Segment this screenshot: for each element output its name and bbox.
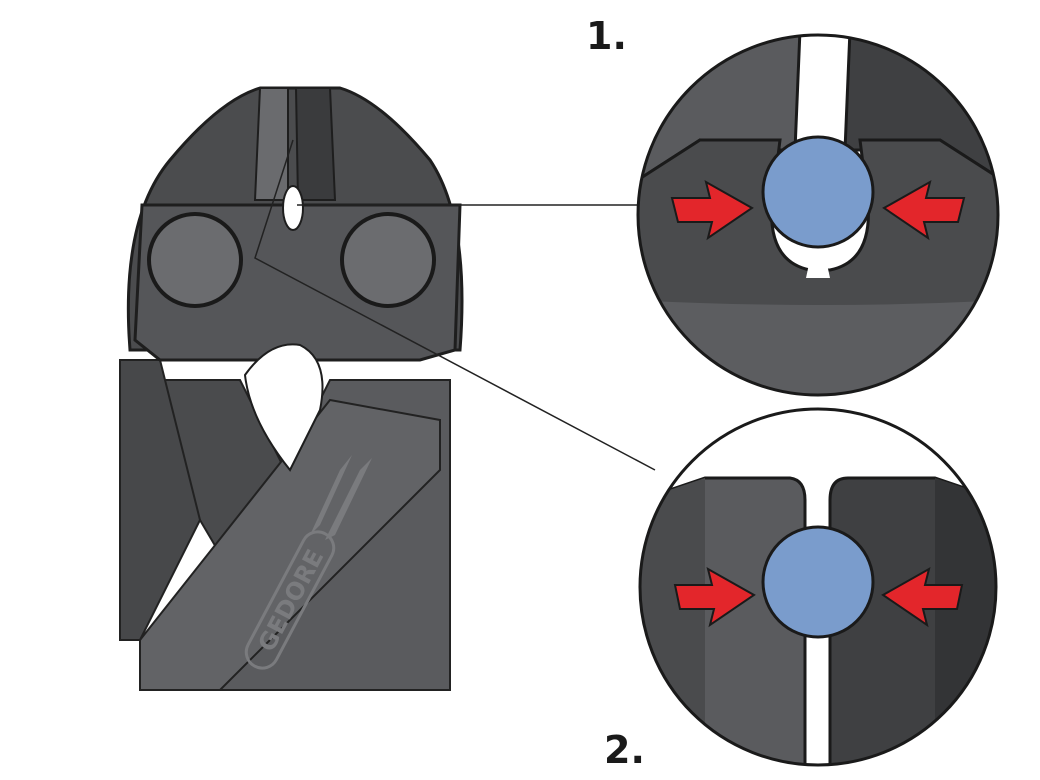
wire-cross-section [761, 135, 875, 249]
detail-circle-2 [638, 407, 998, 767]
pivot-bolt-left [147, 212, 243, 308]
cutter-head: GEDORE [126, 86, 464, 670]
detail-circle-1 [636, 33, 1000, 397]
leader-lines [254, 139, 656, 471]
arrow-right-icon [670, 179, 754, 241]
step-label-1: 1. [586, 14, 627, 58]
arrow-right-icon [673, 566, 756, 628]
pivot-bolt-right [340, 212, 436, 308]
step-label-2: 2. [604, 728, 645, 772]
arrow-left-icon [881, 566, 964, 628]
wire-cross-section [761, 525, 875, 639]
arrow-left-icon [882, 179, 966, 241]
